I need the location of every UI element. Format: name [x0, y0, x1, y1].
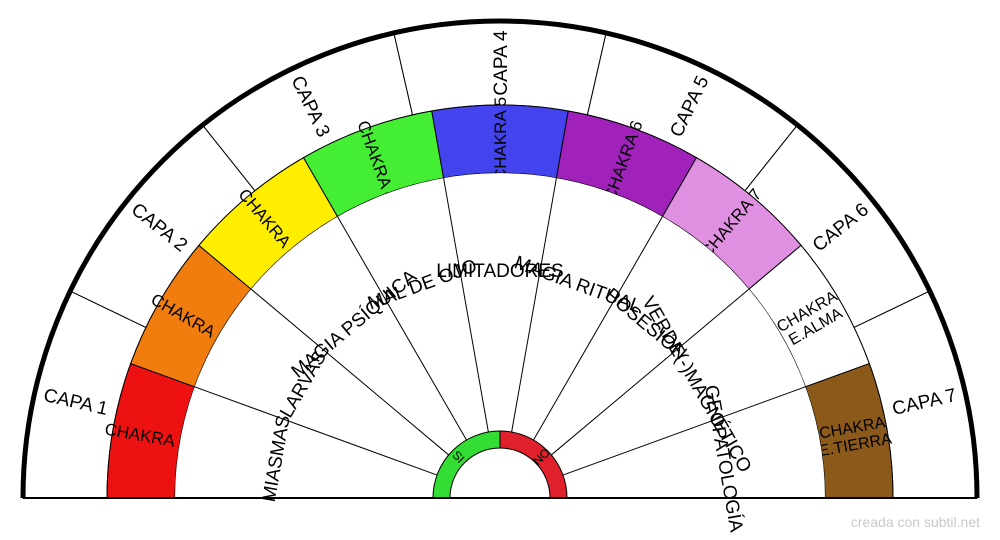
- sector-divider: [443, 177, 489, 433]
- outer-border: [20, 18, 980, 499]
- sector-divider: [337, 216, 467, 441]
- layer-label: CAPA 4: [491, 30, 512, 96]
- sector-divider: [533, 216, 663, 441]
- sector-divider: [194, 386, 438, 476]
- credit-text: creada con subtil.net: [850, 514, 980, 530]
- sector-divider: [511, 177, 557, 433]
- sector-label: LIMITADORES: [436, 261, 563, 282]
- sector-divider: [562, 386, 806, 476]
- sector-divider: [250, 288, 450, 456]
- sector-divider: [550, 288, 750, 456]
- chakra-label: CHAKRA 5: [491, 97, 510, 181]
- inner-area: [175, 173, 825, 498]
